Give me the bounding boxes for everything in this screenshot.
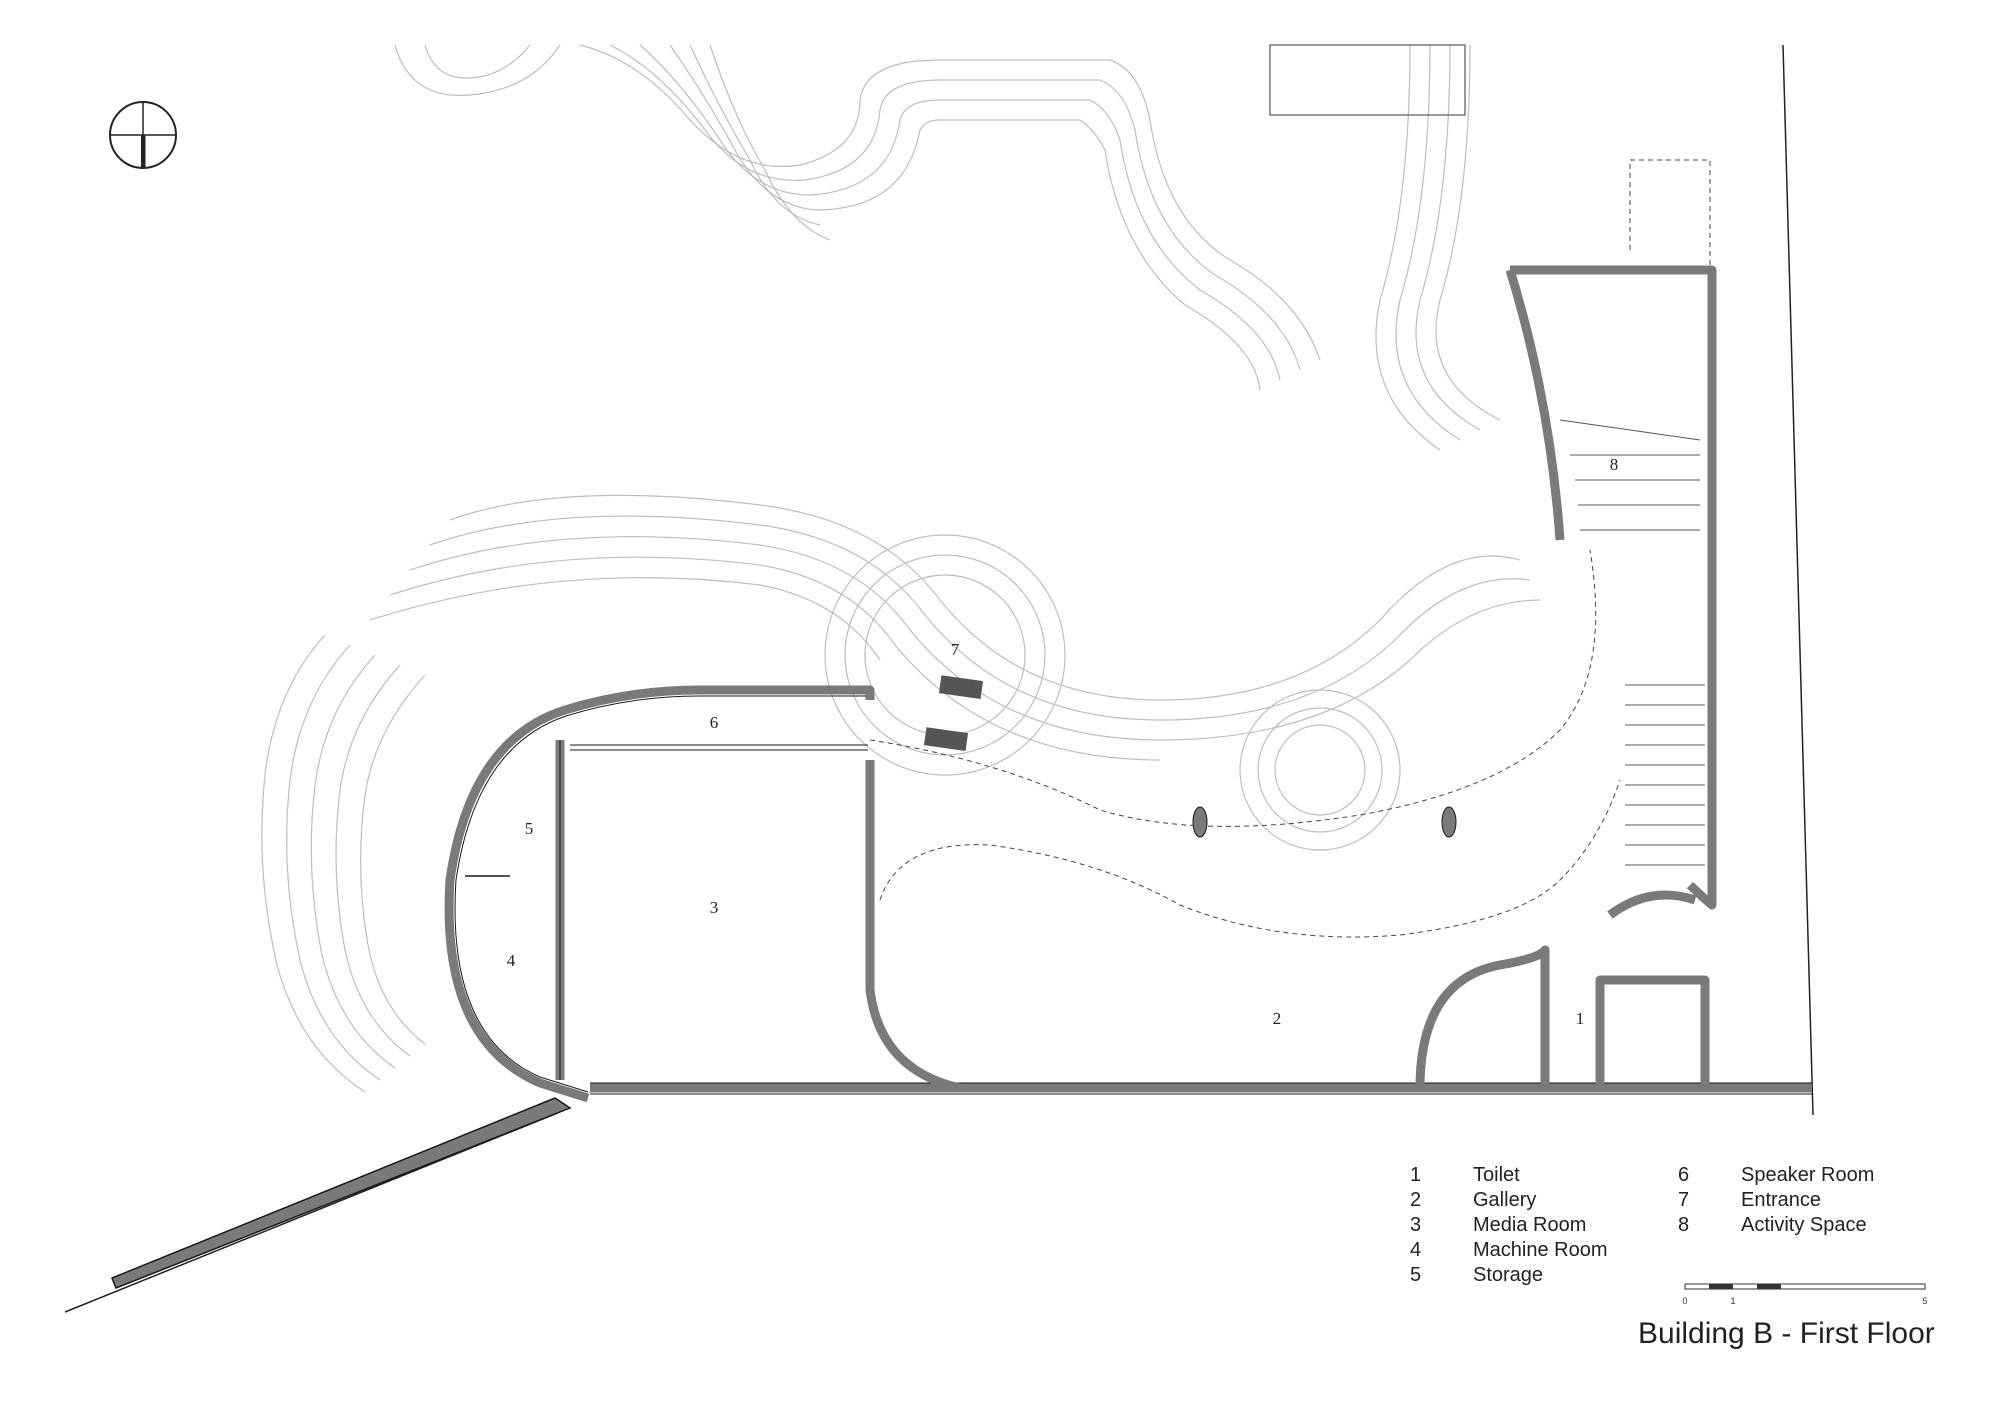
room-label-6: 6 — [710, 713, 719, 732]
legend-label: Entrance — [1741, 1189, 1822, 1211]
activity-stairs — [1559, 419, 1705, 866]
legend-label: Machine Room — [1473, 1239, 1608, 1261]
legend-item: 6 Speaker Room — [1678, 1163, 1874, 1188]
scale-bar: 0 1 5 — [1682, 1283, 1928, 1306]
column — [1441, 806, 1457, 838]
legend-item: 3 Media Room — [1410, 1213, 1608, 1238]
ramp-wall — [111, 1097, 572, 1289]
legend-item: 4 Machine Room — [1410, 1238, 1608, 1263]
legend-label: Storage — [1473, 1264, 1544, 1286]
legend-label: Gallery — [1473, 1189, 1537, 1211]
legend-item: 1 Toilet — [1410, 1163, 1608, 1188]
room-label-8: 8 — [1610, 455, 1619, 474]
legend-num: 2 — [1410, 1189, 1422, 1211]
legend-label: Speaker Room — [1741, 1164, 1875, 1186]
legend-item: 8 Activity Space — [1678, 1213, 1874, 1238]
site-feature-rectangle — [1269, 44, 1466, 116]
legend-item: 7 Entrance — [1678, 1188, 1874, 1213]
drawing-title: Building B - First Floor — [1638, 1317, 1935, 1350]
legend-right: 6 Speaker Room 7 Entrance 8 Activity Space — [1678, 1163, 1874, 1238]
room-label-1: 1 — [1576, 1009, 1585, 1028]
room-label-5: 5 — [525, 819, 534, 838]
legend-label: Activity Space — [1741, 1214, 1867, 1236]
north-arrow-icon — [109, 101, 177, 169]
scale-tick-1: 1 — [1730, 1296, 1735, 1306]
room-label-7: 7 — [951, 640, 960, 659]
building-walls — [444, 265, 1812, 1103]
column — [1192, 806, 1208, 838]
legend-item: 2 Gallery — [1410, 1188, 1608, 1213]
legend-label: Toilet — [1473, 1164, 1520, 1186]
legend-item: 5 Storage — [1410, 1263, 1608, 1288]
legend-num: 4 — [1410, 1239, 1422, 1261]
legend-num: 6 — [1678, 1164, 1690, 1186]
room-label-3: 3 — [710, 898, 719, 917]
entrance-mat — [923, 727, 969, 751]
entrance-mat — [938, 675, 984, 699]
site-boundary-right — [1782, 44, 1814, 1116]
legend-num: 8 — [1678, 1214, 1690, 1236]
room-label-4: 4 — [507, 951, 516, 970]
legend-left: 1 Toilet 2 Gallery 3 Media Room 4 Machine Ro… — [1410, 1163, 1608, 1288]
scale-tick-5: 5 — [1922, 1296, 1927, 1306]
legend-num: 7 — [1678, 1189, 1690, 1211]
legend-num: 5 — [1410, 1264, 1422, 1286]
legend-num: 1 — [1410, 1164, 1422, 1186]
room-label-2: 2 — [1273, 1009, 1282, 1028]
legend-num: 3 — [1410, 1214, 1422, 1236]
legend-label: Media Room — [1473, 1214, 1587, 1236]
dashed-boundaries — [869, 159, 1711, 938]
scale-tick-0: 0 — [1682, 1296, 1687, 1306]
